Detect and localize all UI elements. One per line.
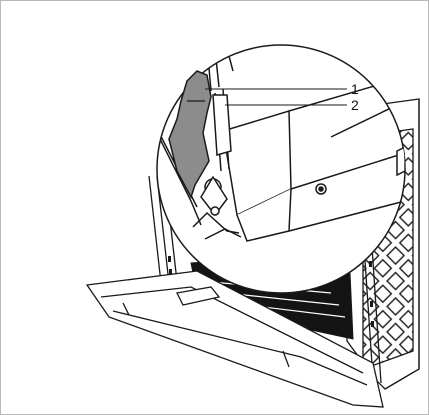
hinge-lever — [168, 70, 212, 199]
callout-label-2: 2 — [351, 97, 359, 113]
frame-markings — [168, 256, 374, 327]
magnified-hinge-detail — [157, 45, 405, 242]
open-oven-door — [85, 270, 384, 408]
callout-label-1: 1 — [351, 81, 359, 97]
callout-1: 1 — [205, 81, 359, 97]
hinge-bracket — [212, 94, 232, 156]
callout-2: 2 — [225, 97, 359, 113]
